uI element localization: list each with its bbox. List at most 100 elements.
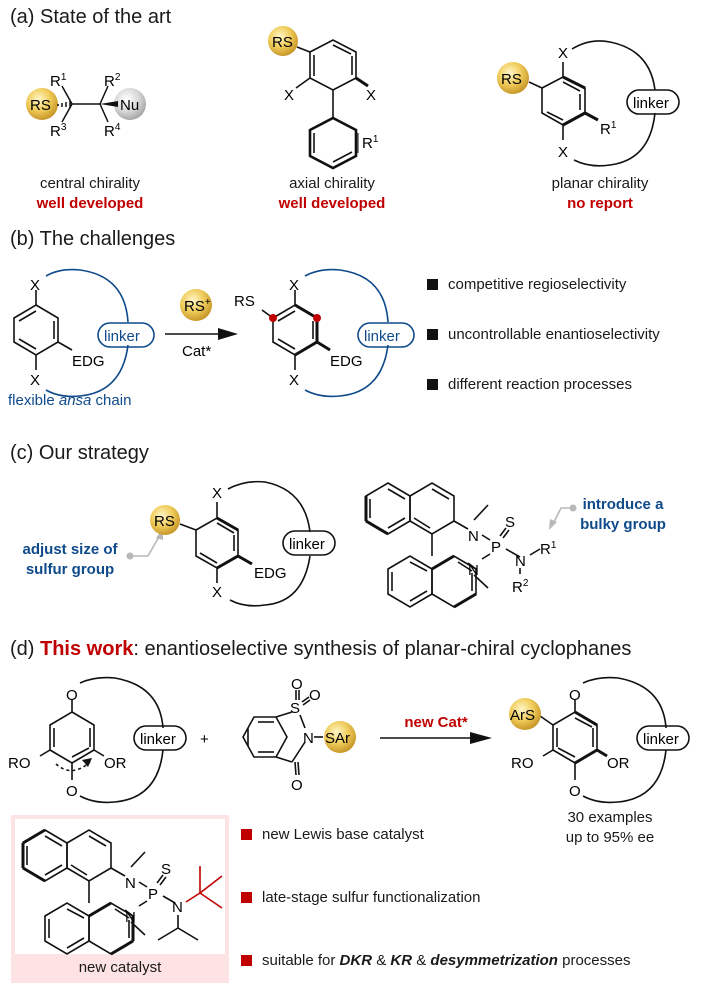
- svg-text:X: X: [284, 87, 294, 104]
- rs-ball-icon: [268, 26, 298, 56]
- challenge-bullet: different reaction processes: [427, 376, 632, 393]
- svg-text:RS+: RS+: [184, 297, 211, 315]
- svg-text:N: N: [125, 875, 136, 892]
- reactive-site-dot-icon: [313, 314, 321, 322]
- reaction-arrow-icon: [218, 328, 238, 340]
- svg-text:O: O: [291, 777, 303, 794]
- rs-ball-icon: [150, 505, 180, 535]
- axial-chirality-status: well developed: [278, 195, 386, 212]
- svg-text:ArS: ArS: [510, 707, 535, 724]
- planar-chirality-structure: RS X X linker R1: [497, 40, 680, 167]
- svg-text:RS: RS: [501, 71, 522, 88]
- nu-ball-icon: [114, 88, 146, 120]
- bullet-square-icon: [427, 379, 438, 390]
- svg-text:X: X: [30, 372, 40, 389]
- svg-text:R2: R2: [512, 578, 529, 596]
- rs-ball-icon: [26, 88, 58, 120]
- rs-label: RS: [30, 97, 51, 114]
- svg-text:RO: RO: [8, 755, 31, 772]
- svg-text:R4: R4: [104, 122, 121, 140]
- svg-text:linker: linker: [104, 328, 140, 345]
- svg-text:R3: R3: [50, 122, 67, 140]
- svg-text:O: O: [66, 687, 78, 704]
- section-d-title: (d) This work: enantioselective synthesi…: [10, 638, 632, 660]
- bullet-square-icon: [427, 329, 438, 340]
- bullet-text-part: DKR: [339, 952, 373, 969]
- sar-ball-icon: [324, 721, 356, 753]
- feature-bullet: new Lewis base catalyst: [241, 826, 424, 843]
- plus-sign: +: [200, 731, 209, 748]
- central-chirality-caption: central chirality: [39, 175, 141, 192]
- svg-text:RS: RS: [272, 34, 293, 51]
- svg-text:X: X: [558, 45, 568, 62]
- new-catalyst-structure: N N P S N: [21, 828, 223, 956]
- svg-text:N: N: [468, 528, 479, 545]
- axial-chirality-caption: axial chirality: [289, 175, 375, 192]
- svg-text:X: X: [289, 372, 299, 389]
- svg-text:SAr: SAr: [325, 730, 350, 747]
- central-chirality-structure: RS Nu R1 R2 R3 R4: [26, 72, 146, 140]
- new-catalyst-arrow-label: new Cat*: [404, 714, 468, 731]
- bullet-text-part: new Lewis base catalyst: [262, 826, 424, 843]
- axial-chirality-structure: RS X X R1: [268, 26, 379, 170]
- planar-chirality-caption: planar chirality: [551, 175, 649, 192]
- svg-text:X: X: [366, 87, 376, 104]
- svg-text:X: X: [289, 277, 299, 294]
- challenge-bullet: competitive regioselectivity: [427, 276, 626, 293]
- svg-text:X: X: [30, 277, 40, 294]
- svg-text:N: N: [515, 553, 526, 570]
- section-b-title: (b) The challenges: [10, 228, 176, 250]
- nu-label: Nu: [120, 97, 139, 114]
- feature-bullet: late-stage sulfur functionalization: [241, 889, 480, 906]
- svg-text:R1: R1: [540, 540, 557, 558]
- svg-text:EDG: EDG: [330, 353, 363, 370]
- section-c-title: (c) Our strategy: [10, 442, 149, 464]
- bullet-square-icon: [241, 892, 252, 903]
- challenge-bullet: uncontrollable enantioselectivity: [427, 326, 660, 343]
- ansa-chain-caption: flexible ansa chain: [8, 392, 132, 409]
- svg-text:S: S: [505, 514, 515, 531]
- new-catalyst-caption: new catalyst: [78, 959, 162, 976]
- central-chirality-status: well developed: [36, 195, 144, 212]
- reactive-site-dot-icon: [269, 314, 277, 322]
- svg-text:R1: R1: [362, 134, 379, 152]
- svg-text:N: N: [303, 730, 314, 747]
- rs-plus-ball-icon: [180, 289, 212, 321]
- svg-text:EDG: EDG: [254, 565, 287, 582]
- svg-text:O: O: [569, 783, 581, 800]
- this-work-scheme: O O RO OR linker + S O O N O SAr: [8, 676, 690, 804]
- strategy-catalyst: N N P S N R1 R2: [364, 482, 577, 609]
- svg-text:O: O: [66, 783, 78, 800]
- svg-text:linker: linker: [140, 731, 176, 748]
- bullet-text-part: processes: [557, 952, 631, 969]
- pointer-arrow-icon: [552, 507, 573, 525]
- new-catalyst-panel: new catalyst: [11, 815, 229, 983]
- reaction-arrow-icon: [470, 732, 492, 744]
- rotation-arrow-icon: [55, 761, 91, 772]
- svg-text:P: P: [491, 539, 501, 556]
- bullet-text-part: late-stage sulfur functionalization: [262, 889, 481, 906]
- svg-text:R1: R1: [600, 120, 617, 138]
- svg-text:N: N: [172, 899, 183, 916]
- svg-text:N: N: [468, 562, 479, 579]
- svg-text:linker: linker: [364, 328, 400, 345]
- bullet-text-part: desymmetrization: [430, 952, 558, 969]
- rs-ball-icon: [497, 62, 529, 94]
- pointer-arrow-icon: [130, 534, 161, 557]
- strategy-substrate: RS X X EDG linker: [126, 480, 336, 607]
- feature-bullet: suitable for DKR & KR & desymmetrization…: [241, 952, 631, 969]
- bullet-square-icon: [241, 829, 252, 840]
- svg-text:OR: OR: [104, 755, 127, 772]
- svg-text:X: X: [212, 485, 222, 502]
- svg-text:S: S: [290, 700, 300, 717]
- svg-text:R1: R1: [50, 72, 67, 90]
- bullet-square-icon: [241, 955, 252, 966]
- svg-text:linker: linker: [289, 536, 325, 553]
- svg-text:N: N: [125, 909, 136, 926]
- bullet-text-part: suitable for: [262, 952, 340, 969]
- svg-text:R2: R2: [104, 72, 121, 90]
- section-a-title: (a) State of the art: [10, 6, 172, 28]
